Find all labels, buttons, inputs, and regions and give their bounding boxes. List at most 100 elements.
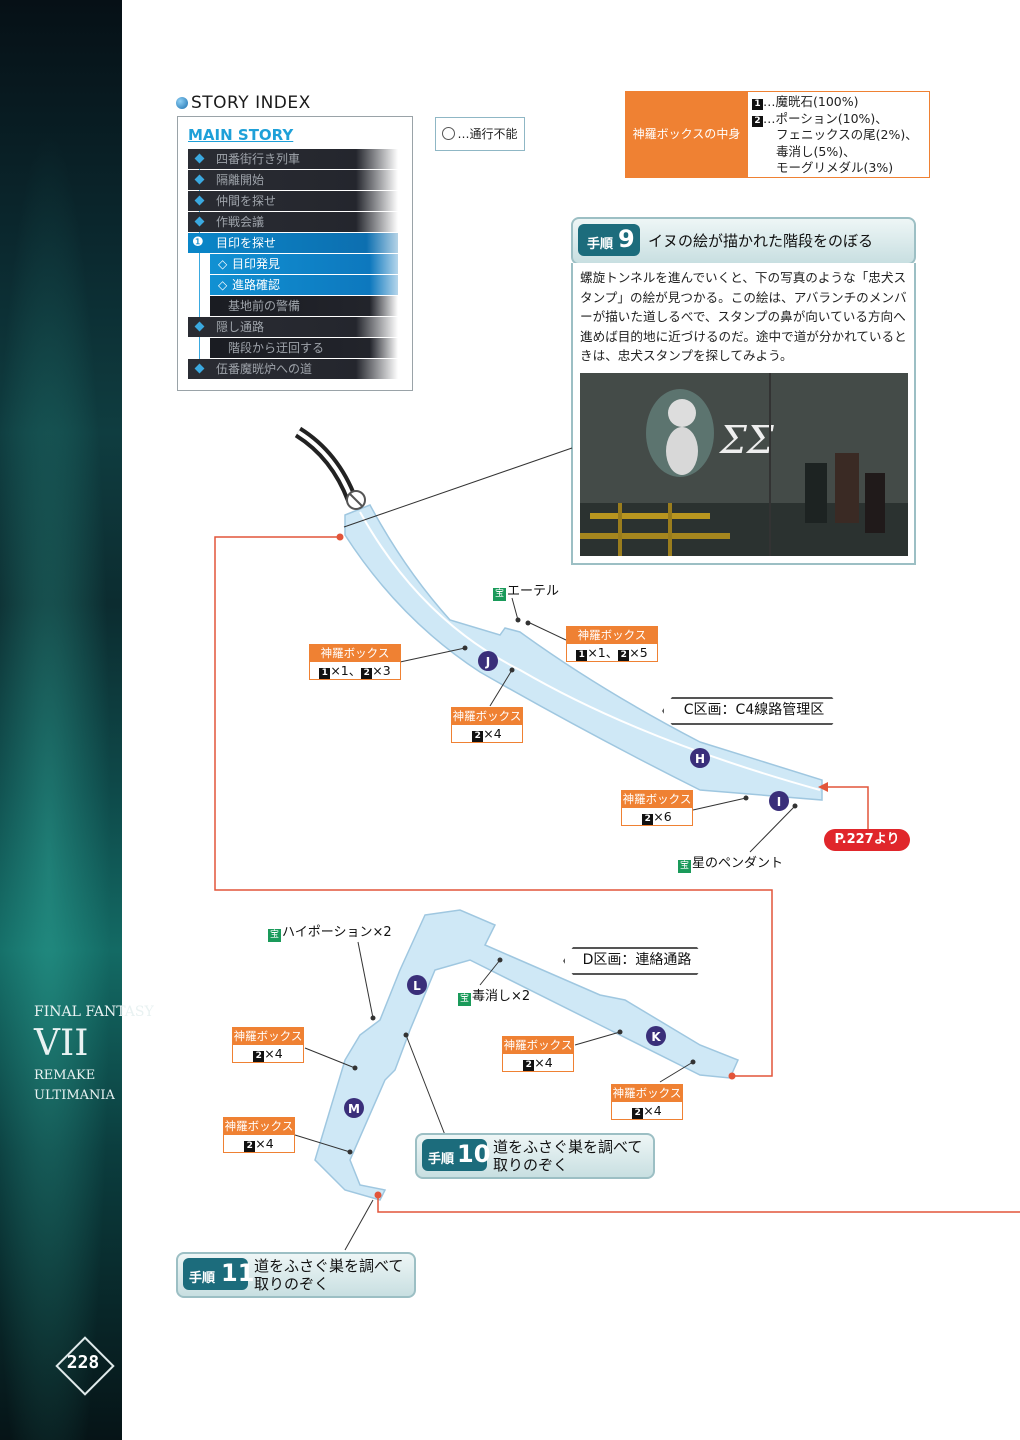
- story-item-3: 作戦会議: [188, 212, 398, 232]
- story-item-label: 階段から迂回する: [228, 341, 325, 355]
- box-count: ×1、: [330, 663, 362, 678]
- story-item-label: 基地前の警備: [228, 299, 301, 313]
- number-2-icon: 2: [244, 1141, 256, 1152]
- marker-k: K: [646, 1026, 666, 1046]
- story-item-6: ◇進路確認: [210, 275, 398, 295]
- box-contents-header: 神羅ボックスの中身: [625, 91, 748, 178]
- route-line-top: [214, 536, 773, 1077]
- box-header: 神羅ボックス: [310, 645, 400, 662]
- box-count: ×4: [483, 726, 502, 741]
- box-contents-list: 1…魔晄石(100%) 2…ポーション(10%)、 フェニックスの尾(2%)、 …: [748, 91, 930, 178]
- story-item-label: 目印を探せ: [216, 236, 277, 250]
- no-entry-icon: [442, 127, 456, 140]
- step9-title: イヌの絵が描かれた階段をのぼる: [648, 232, 874, 250]
- marker-h-text: H: [695, 752, 705, 766]
- area-c-label: C区画：C4線路管理区: [662, 697, 842, 725]
- shinra-box-b6: 神羅ボックス 2×4: [223, 1117, 295, 1153]
- story-index-bullet-icon: [176, 97, 188, 109]
- box-count: ×4: [264, 1046, 283, 1061]
- number-2-icon: 2: [632, 1108, 644, 1119]
- step10-line2: 取りのぞく: [493, 1156, 569, 1174]
- box-count: ×4: [255, 1136, 274, 1151]
- story-item-7: 基地前の警備: [210, 296, 398, 316]
- story-item-5: ◇ 目印発見: [210, 254, 398, 274]
- from-page-tag[interactable]: P.227より: [824, 829, 910, 851]
- shinra-box-b7: 神羅ボックス 2×4: [502, 1036, 574, 1072]
- box-header: 神羅ボックス: [622, 791, 692, 808]
- treasure-ether: 宝エーテル: [493, 580, 559, 601]
- main-story-label: MAIN STORY: [188, 126, 294, 144]
- step-number: 9: [618, 225, 635, 253]
- logo-line2: VII: [34, 1023, 89, 1064]
- step11-tag: 手順 11: [183, 1258, 254, 1290]
- story-item-4-current: ❶ 目印を探せ: [188, 233, 398, 253]
- treasure-icon: 宝: [493, 588, 506, 601]
- box-header: 神羅ボックス: [224, 1118, 294, 1135]
- rail-track: [294, 426, 358, 503]
- story-item-10: 伍番魔晄炉への道: [188, 359, 398, 379]
- number-2-icon: 2: [253, 1051, 265, 1062]
- box-value: 2×6: [622, 808, 692, 825]
- treasure-pendant: 宝星のペンダント: [678, 852, 783, 873]
- number-1-icon: 1: [319, 668, 331, 679]
- shinra-box-b2: 神羅ボックス 1×1、2×5: [566, 626, 658, 662]
- story-index-title: STORY INDEX: [176, 93, 311, 113]
- number-2-icon: 2: [361, 668, 373, 679]
- step9-paragraph: 螺旋トンネルを進んでいくと、下の写真のような「忠犬スタンプ」の絵が見つかる。この…: [580, 270, 907, 363]
- marker-j-text: J: [485, 655, 490, 669]
- step10-line1: 道をふさぐ巣を調べて: [493, 1138, 643, 1156]
- box-header: 神羅ボックス: [567, 627, 657, 644]
- number-2-icon: 2: [618, 650, 630, 661]
- marker-k-text: K: [651, 1030, 661, 1044]
- story-item-label: 仲間を探せ: [216, 194, 277, 208]
- story-item-label: 四番街行き列車: [216, 152, 301, 166]
- story-item-label: 隠し通路: [216, 320, 265, 334]
- current-marker-icon: ❶: [192, 235, 204, 250]
- marker-m-text: M: [348, 1102, 360, 1116]
- treasure-label: 毒消し×2: [472, 989, 531, 1004]
- story-item-label: 目印発見: [232, 257, 281, 271]
- story-item-label: 隔離開始: [216, 173, 265, 187]
- number-2-icon: 2: [752, 115, 763, 127]
- route-line-bottom: [377, 1195, 1020, 1213]
- treasure-label: エーテル: [507, 584, 560, 599]
- step9-header: 手順 9 イヌの絵が描かれた階段をのぼる: [571, 217, 916, 265]
- shinra-box-b5: 神羅ボックス 2×4: [232, 1027, 304, 1063]
- box-count: ×6: [653, 809, 672, 824]
- story-item-label: 作戦会議: [216, 215, 265, 229]
- box-value: 2×4: [224, 1135, 294, 1152]
- contents-line: …ポーション(10%)、: [763, 110, 888, 126]
- page-number: 228: [66, 1352, 100, 1373]
- marker-l: L: [407, 975, 427, 995]
- treasure-hipotion: 宝ハイポーション×2: [268, 921, 392, 942]
- box-header: 神羅ボックス: [503, 1037, 573, 1054]
- diamond-outline-icon: ◇: [218, 257, 228, 271]
- side-glow: [0, 0, 122, 1440]
- box-value: 2×4: [233, 1045, 303, 1062]
- shinra-box-b1: 神羅ボックス 1×1、2×3: [309, 644, 401, 680]
- marker-i-text: I: [777, 795, 781, 809]
- number-2-icon: 2: [642, 814, 654, 825]
- step11-panel: 手順 11 道をふさぐ巣を調べて 取りのぞく: [176, 1252, 416, 1298]
- treasure-label: ハイポーション×2: [282, 925, 392, 940]
- step-label: 手順: [428, 1152, 455, 1167]
- step-label: 手順: [587, 237, 614, 252]
- corridor-c: [344, 504, 823, 801]
- box-value: 1×1、2×3: [310, 662, 400, 679]
- box-value: 2×4: [503, 1054, 573, 1071]
- story-index-timeline: [199, 150, 200, 370]
- story-item-label: 進路確認: [232, 278, 281, 292]
- logo-line4: ULTIMANIA: [34, 1088, 115, 1103]
- legend-text: …通行不能: [457, 127, 518, 141]
- story-item-1: 隔離開始: [188, 170, 398, 190]
- number-1-icon: 1: [576, 650, 588, 661]
- marker-m: M: [344, 1098, 364, 1118]
- treasure-icon: 宝: [678, 860, 691, 873]
- photo-illustration: ΣΣ: [580, 373, 908, 556]
- logo-line1: FINAL FANTASY: [34, 1004, 154, 1020]
- step-label: 手順: [189, 1271, 216, 1286]
- step10-tag: 手順 10: [422, 1139, 490, 1171]
- number-1-icon: 1: [752, 99, 763, 110]
- contents-line: フェニックスの尾(2%)、: [776, 127, 918, 142]
